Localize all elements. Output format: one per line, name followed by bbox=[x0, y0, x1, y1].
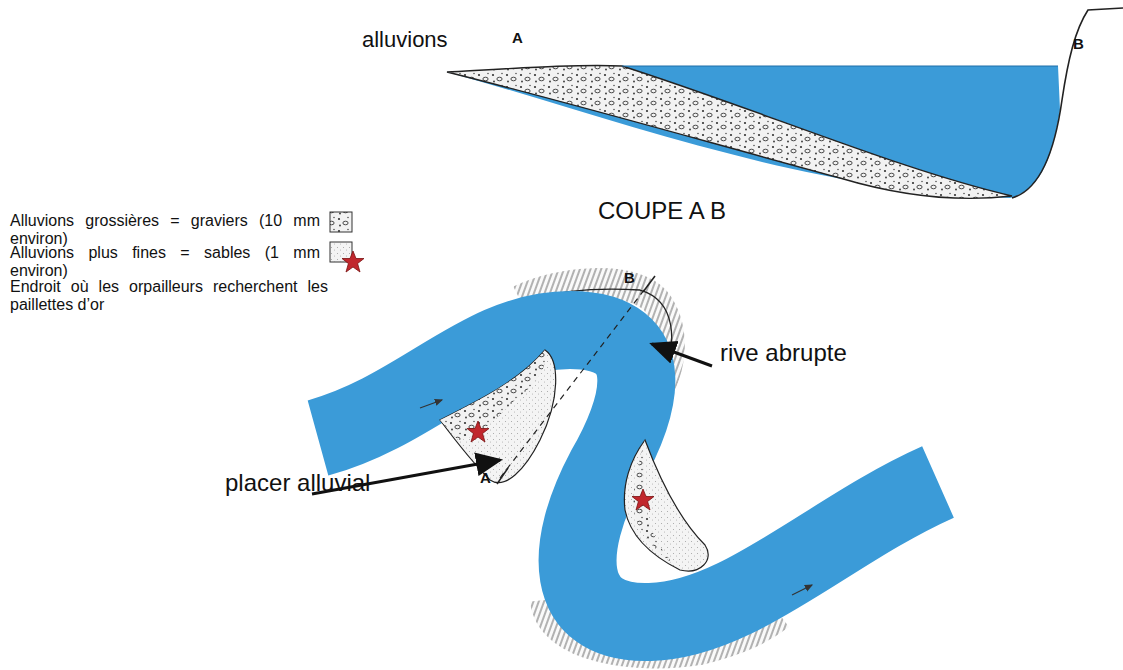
callout-label: rive abrupte bbox=[720, 340, 847, 366]
legend-text: Alluvions grossières = graviers (10 mm e… bbox=[10, 212, 320, 247]
point-label: A bbox=[512, 30, 523, 47]
legend-text: Endroit où les orpailleurs recherchent l… bbox=[10, 278, 328, 313]
section-label: alluvions bbox=[362, 28, 448, 52]
callout-label: placer alluvial bbox=[225, 470, 370, 496]
legend-text: Alluvions plus fines = sables (1 mm envi… bbox=[10, 244, 320, 279]
point-label: A bbox=[480, 470, 491, 487]
point-label: B bbox=[1073, 36, 1084, 53]
section-title: COUPE A B bbox=[598, 198, 726, 224]
point-label: B bbox=[624, 270, 635, 287]
